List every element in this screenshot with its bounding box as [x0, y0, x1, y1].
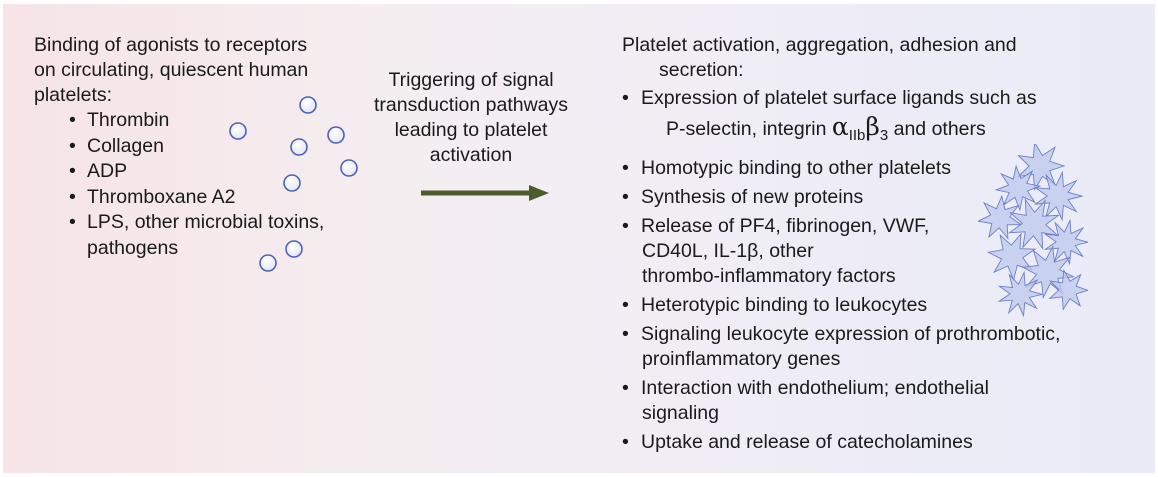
agonist-item: •LPS, other microbial toxins,pathogens	[69, 211, 325, 259]
activated-platelet	[978, 194, 1023, 240]
activation-title: Platelet activation, aggregation, adhesi…	[622, 34, 1017, 81]
effect-item: •Signaling leukocyte expression of proth…	[622, 323, 1061, 370]
platelet-dot	[340, 159, 358, 177]
activation-arrow	[421, 185, 549, 201]
activated-platelet	[994, 164, 1042, 212]
agonist-item: •ADP	[69, 160, 128, 182]
activated-platelet	[986, 232, 1037, 282]
activated-platelet	[1048, 268, 1088, 311]
diagram-panel: Binding of agonists to receptors on circ…	[3, 4, 1155, 473]
effect-item: •Synthesis of new proteins	[622, 186, 864, 208]
agonist-item: •Thromboxane A2	[69, 185, 236, 208]
platelet-dot	[259, 254, 277, 272]
activated-platelet	[1007, 197, 1061, 251]
activated-platelet	[997, 270, 1044, 318]
activation-effects-list: • Expression of platelet surface ligands…	[622, 86, 1060, 459]
agonist-binding-intro: Binding of agonists to receptors on circ…	[34, 34, 309, 106]
platelet-dot	[283, 174, 301, 192]
effect-item: •Homotypic binding to other platelets	[622, 157, 952, 179]
agonist-item: •Thrombin	[69, 109, 170, 131]
effect-item: •Release of PF4, fibrinogen, VWF,CD40L, …	[622, 215, 930, 287]
activated-platelet	[1043, 218, 1088, 266]
quiescent-platelets	[229, 96, 358, 272]
agonist-list: •Thrombin •Collagen •ADP •Thromboxane A2…	[69, 108, 324, 261]
effect-item: •Heterotypic binding to leukocytes	[622, 294, 928, 316]
effect-item: •Interaction with endothelium; endotheli…	[622, 377, 989, 424]
effect-item: •Uptake and release of catecholamines	[622, 431, 973, 453]
effect-item: • Expression of platelet surface ligands…	[622, 87, 1037, 144]
agonist-item: •Collagen	[69, 134, 164, 157]
activated-platelet	[1020, 244, 1076, 300]
platelet-dot	[285, 240, 303, 258]
activated-platelet-cluster	[978, 144, 1088, 318]
platelet-dot	[327, 126, 345, 144]
platelet-dot	[229, 122, 247, 140]
signal-transduction-text: Triggering of signal transduction pathwa…	[373, 69, 569, 166]
platelet-dot	[290, 138, 308, 156]
platelet-dot	[299, 96, 317, 114]
activated-platelet	[1033, 170, 1084, 222]
